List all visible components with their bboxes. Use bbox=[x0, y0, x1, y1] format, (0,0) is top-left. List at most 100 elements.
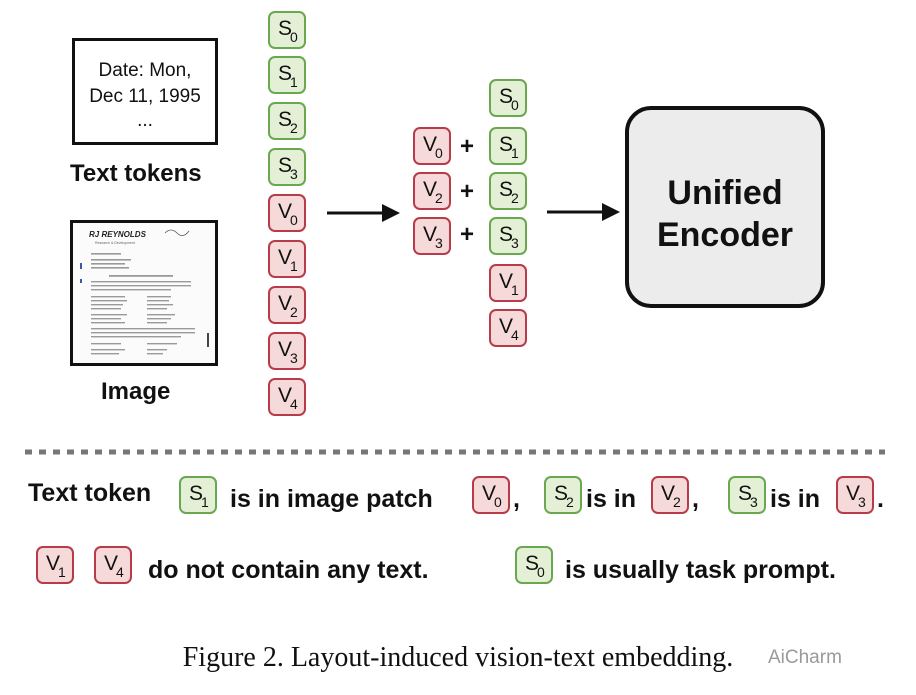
legend-is-in-image-patch: is in image patch bbox=[230, 485, 433, 513]
token-subscript: 1 bbox=[511, 145, 519, 161]
token-letter: V bbox=[278, 292, 293, 315]
plus-sign: + bbox=[460, 133, 475, 160]
token-letter: S bbox=[499, 133, 514, 156]
doc-header-sub: Research & Development bbox=[95, 241, 135, 245]
token-letter: V bbox=[846, 482, 861, 505]
token-letter: V bbox=[278, 384, 293, 407]
plus-sign: + bbox=[460, 221, 475, 248]
doc-header-text: RJ REYNOLDS bbox=[89, 230, 147, 239]
text-doc-line-3: ... bbox=[137, 110, 153, 131]
token-letter: V bbox=[278, 338, 293, 361]
watermark: AiCharm bbox=[768, 647, 842, 668]
token-subscript: 1 bbox=[290, 74, 298, 90]
text-doc-line-2: Dec 11, 1995 bbox=[89, 86, 201, 107]
token-subscript: 3 bbox=[750, 494, 758, 510]
token-letter: S bbox=[189, 482, 204, 505]
plus-sign: + bbox=[460, 178, 475, 205]
legend-no-text: do not contain any text. bbox=[148, 556, 429, 584]
figure-caption: Figure 2. Layout-induced vision-text emb… bbox=[182, 642, 734, 673]
document-image-thumbnail: RJ REYNOLDS Research & Development bbox=[70, 220, 218, 366]
token-subscript: 2 bbox=[435, 190, 443, 206]
token-letter: V bbox=[423, 133, 438, 156]
token-subscript: 0 bbox=[494, 494, 502, 510]
legend-is-in-1: is in bbox=[586, 485, 637, 513]
legend-task-prompt: is usually task prompt. bbox=[565, 556, 836, 584]
token-letter: V bbox=[482, 482, 497, 505]
token-subscript: 4 bbox=[511, 327, 519, 343]
scanned-document-icon: RJ REYNOLDS Research & Development bbox=[73, 223, 215, 363]
token-subscript: 0 bbox=[290, 212, 298, 228]
encoder-label-line-1: Unified bbox=[667, 174, 783, 212]
token-letter: S bbox=[554, 482, 569, 505]
unified-encoder-box: Unified Encoder bbox=[625, 106, 825, 308]
text-doc-line-1: Date: Mon, bbox=[98, 60, 192, 81]
legend-period: . bbox=[877, 485, 884, 513]
token-subscript: 2 bbox=[290, 120, 298, 136]
token-subscript: 3 bbox=[290, 166, 298, 182]
token-subscript: 2 bbox=[290, 304, 298, 320]
token-subscript: 0 bbox=[511, 97, 519, 113]
arrow-to-encoder bbox=[547, 203, 620, 221]
token-subscript: 2 bbox=[511, 190, 519, 206]
legend-text-token: Text token bbox=[28, 479, 152, 507]
legend-comma: , bbox=[513, 485, 520, 513]
token-letter: S bbox=[278, 62, 293, 85]
token-subscript: 0 bbox=[435, 145, 443, 161]
token-letter: S bbox=[278, 108, 293, 131]
token-letter: V bbox=[661, 482, 676, 505]
token-subscript: 0 bbox=[537, 564, 545, 580]
token-subscript: 1 bbox=[58, 564, 66, 580]
token-subscript: 4 bbox=[290, 396, 298, 412]
token-subscript: 4 bbox=[116, 564, 124, 580]
token-letter: S bbox=[499, 85, 514, 108]
arrow-to-fused bbox=[327, 204, 400, 222]
text-tokens-label: Text tokens bbox=[70, 160, 202, 187]
token-subscript: 3 bbox=[435, 235, 443, 251]
encoder-label-line-2: Encoder bbox=[656, 216, 794, 254]
token-letter: S bbox=[499, 178, 514, 201]
token-subscript: 2 bbox=[566, 494, 574, 510]
legend-is-in-2: is in bbox=[770, 485, 821, 513]
token-subscript: 0 bbox=[290, 29, 298, 45]
token-letter: S bbox=[499, 223, 514, 246]
token-letter: V bbox=[423, 178, 438, 201]
token-subscript: 1 bbox=[511, 282, 519, 298]
legend-comma: , bbox=[692, 485, 699, 513]
token-subscript: 3 bbox=[290, 350, 298, 366]
token-letter: V bbox=[278, 200, 293, 223]
token-subscript: 1 bbox=[201, 494, 209, 510]
token-letter: S bbox=[278, 17, 293, 40]
image-label: Image bbox=[101, 378, 171, 405]
token-letter: V bbox=[499, 315, 514, 338]
token-letter: S bbox=[525, 552, 540, 575]
token-letter: S bbox=[278, 154, 293, 177]
token-subscript: 1 bbox=[290, 258, 298, 274]
token-subscript: 2 bbox=[673, 494, 681, 510]
